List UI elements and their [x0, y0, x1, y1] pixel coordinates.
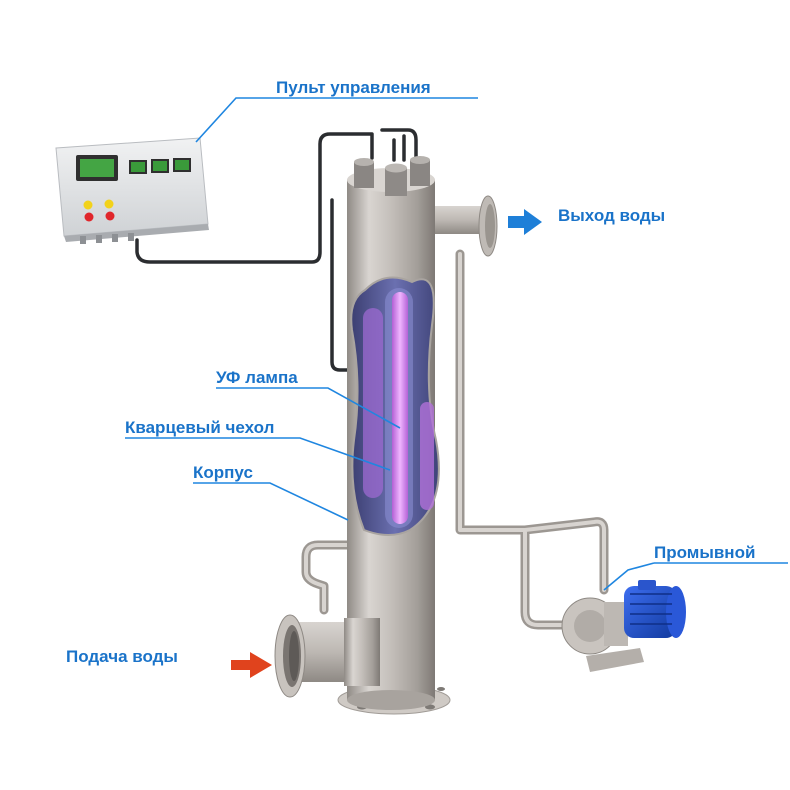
uv-lamp: [392, 292, 408, 524]
label-flushing-pump: Промывной: [654, 543, 756, 562]
cable-gland: [80, 236, 86, 244]
leader-housing: [193, 482, 349, 521]
label-water-inlet: Подача воды: [66, 647, 178, 666]
outlet-arrow: [508, 209, 542, 235]
terminal-box: [638, 580, 656, 590]
yellow-indicator-left: [83, 200, 93, 210]
cable-drop: [330, 198, 352, 372]
label-uv-lamp: УФ лампа: [216, 368, 298, 387]
main-display-screen: [80, 159, 114, 177]
control-panel: [55, 137, 209, 244]
leader-sleeve: [125, 437, 391, 471]
flushing-pump: [561, 580, 686, 672]
label-water-outlet: Выход воды: [558, 206, 666, 225]
red-indicator-left: [84, 212, 94, 222]
cable-top-1: [380, 128, 418, 162]
label-housing: Корпус: [193, 463, 253, 482]
pump-motor: [624, 586, 676, 638]
cable-gland: [128, 233, 134, 241]
pump-base: [586, 648, 644, 672]
lamp-caps: [354, 156, 430, 196]
leader-pump: [603, 562, 655, 591]
inlet-pipe: [274, 614, 380, 698]
red-indicator-right: [105, 211, 115, 221]
cable-gland: [96, 235, 102, 243]
label-quartz-sleeve: Кварцевый чехол: [125, 418, 275, 437]
inlet-arrow: [231, 652, 272, 678]
uv-lamp-back: [363, 308, 383, 498]
flushing-line: [301, 249, 609, 630]
outlet-pipe: [430, 195, 498, 257]
label-control-panel: Пульт управления: [276, 78, 431, 97]
leader-lamp: [216, 387, 401, 429]
uv-lamp-side: [420, 402, 434, 510]
cables: [135, 128, 418, 372]
yellow-indicator-right: [104, 199, 114, 209]
leader-lines: [125, 97, 788, 591]
leader-panel: [195, 97, 276, 143]
cable-gland: [112, 234, 118, 242]
cable-main: [135, 132, 374, 264]
housing: [337, 156, 451, 715]
